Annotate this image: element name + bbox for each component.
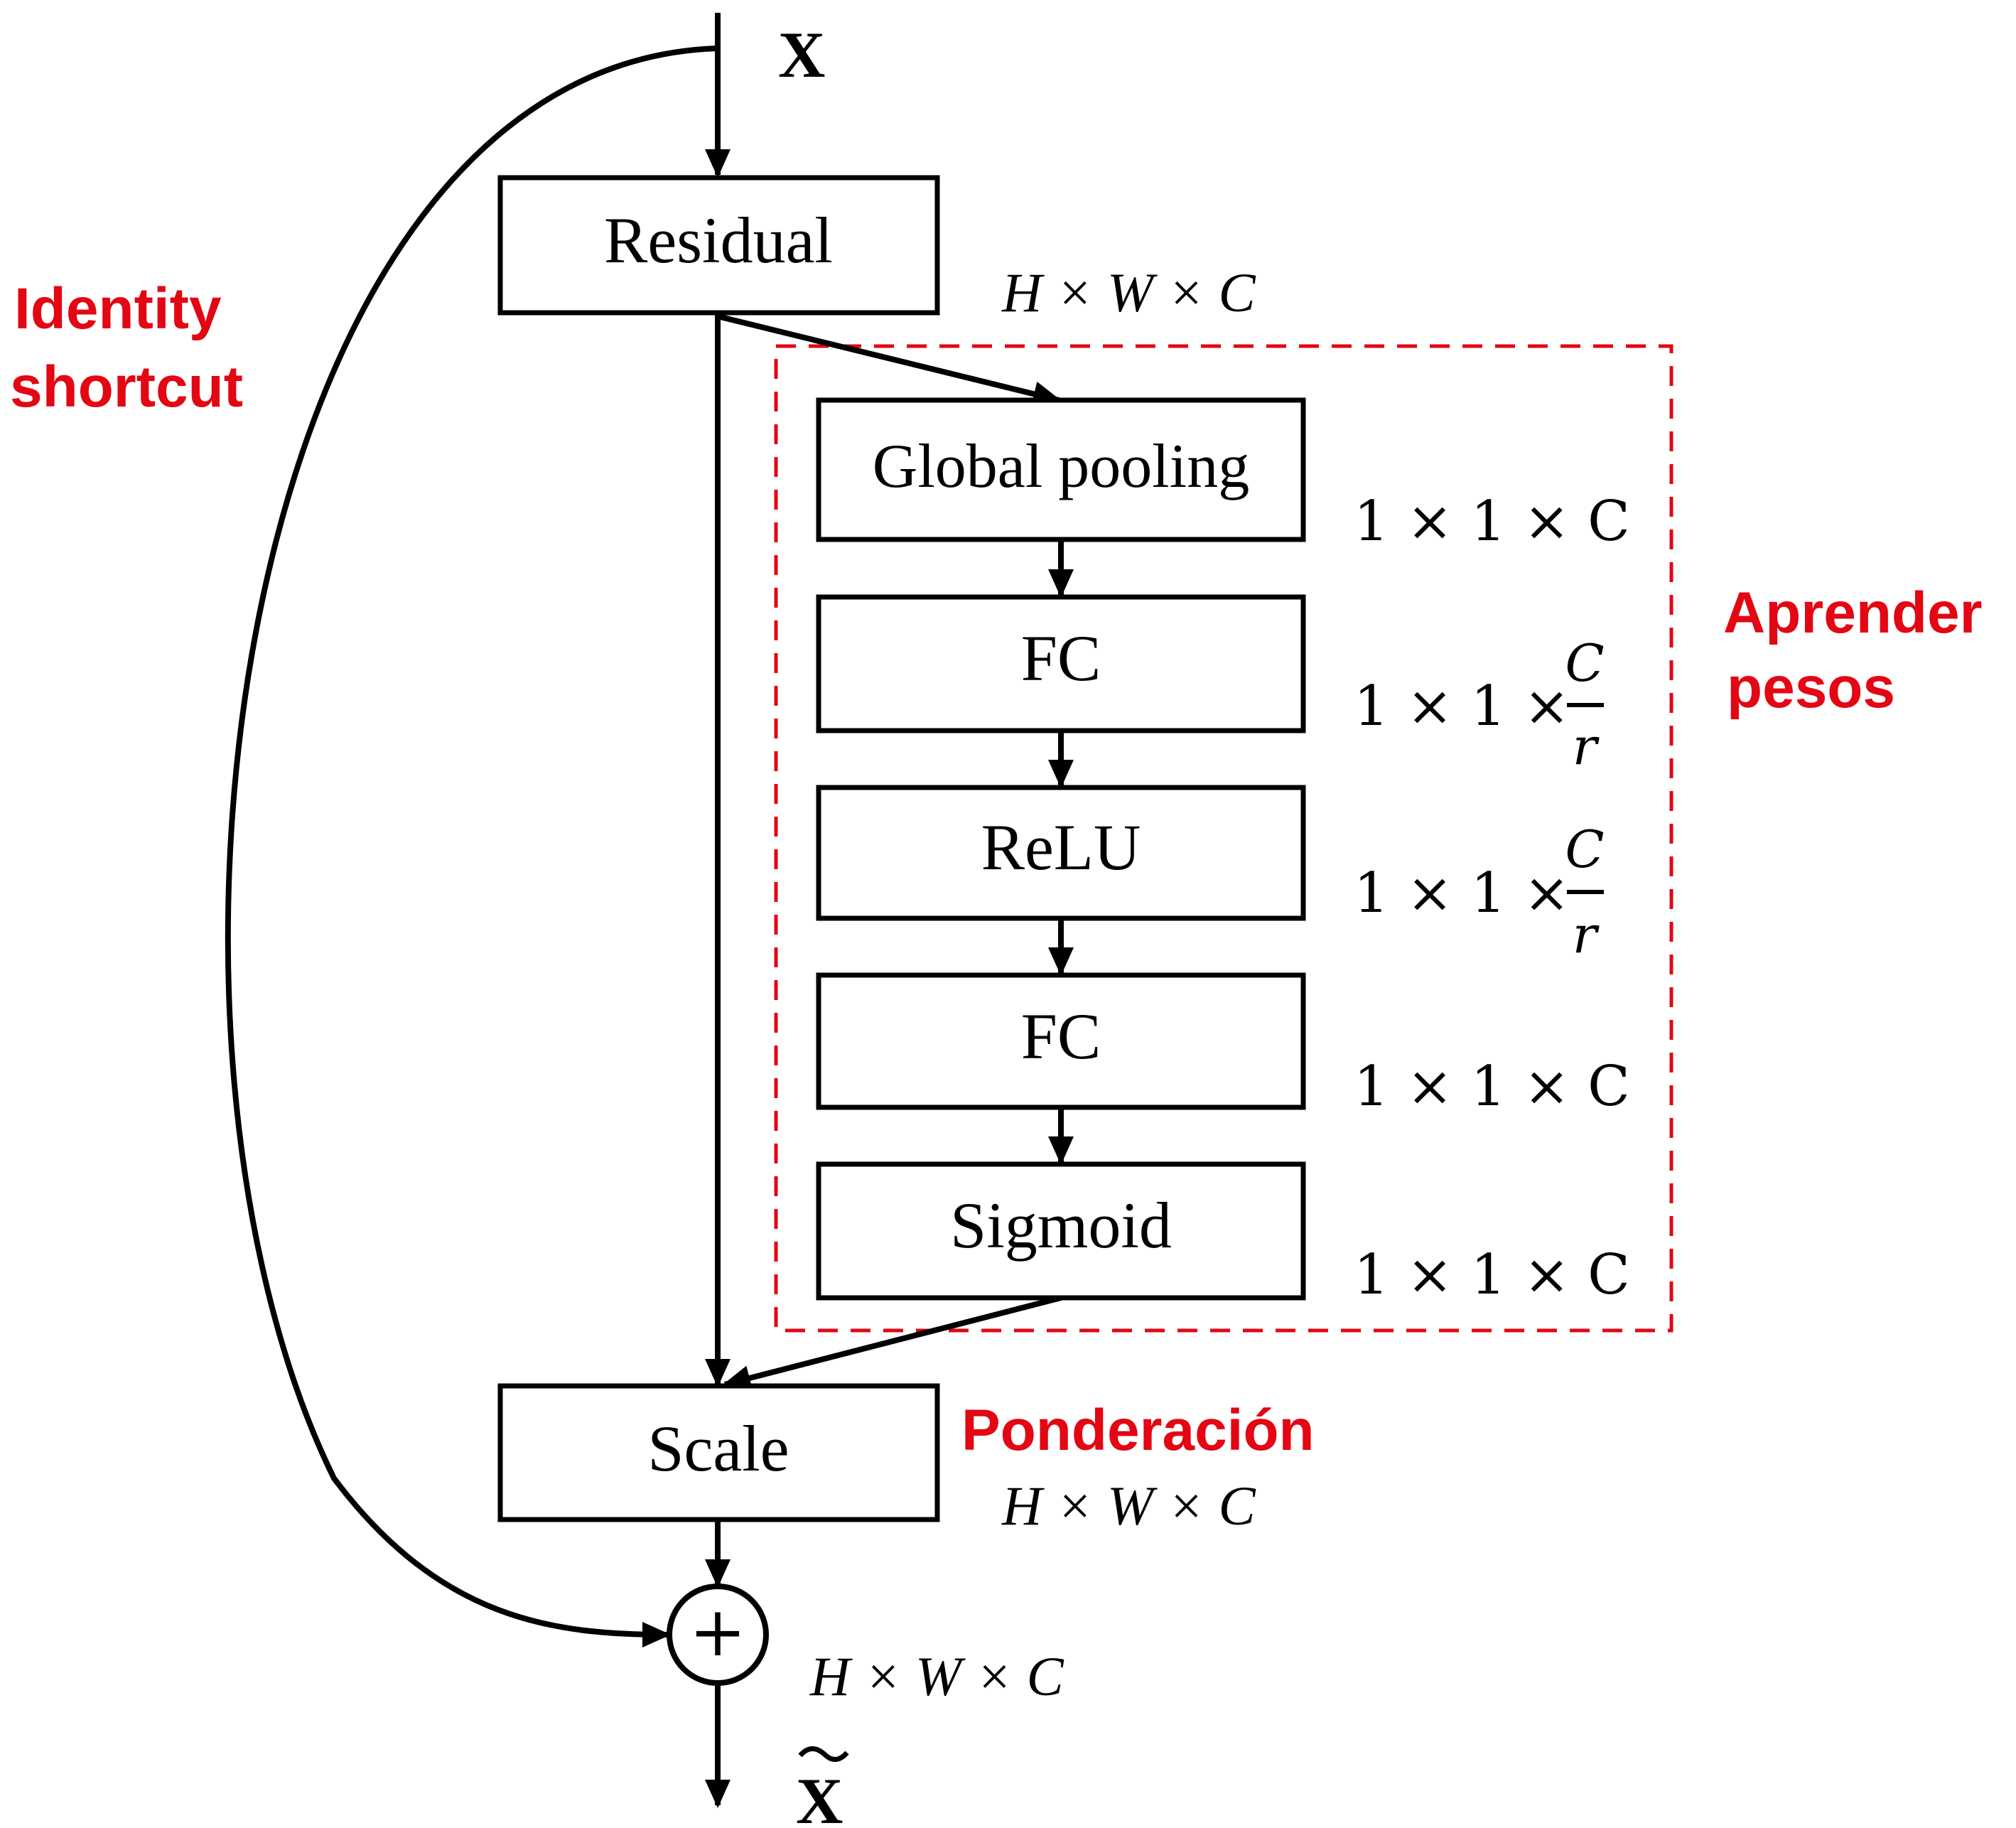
input-label: X — [778, 18, 825, 91]
output-label: X — [796, 1765, 843, 1828]
global-pooling-block — [816, 397, 1306, 542]
identity-shortcut-annotation-line2: shortcut — [10, 355, 243, 419]
fc1-label: FC — [1021, 622, 1101, 694]
scale-dim: H × W × C — [1001, 1475, 1256, 1537]
weighting-annotation: Ponderación — [961, 1398, 1315, 1463]
sigmoid-label: Sigmoid — [950, 1189, 1172, 1262]
output-tilde — [798, 1746, 849, 1762]
relu-block — [816, 785, 1306, 921]
global-pooling-label: Global pooling — [873, 432, 1249, 501]
scale-block — [497, 1383, 940, 1522]
learn-weights-annotation-line2: pesos — [1727, 655, 1895, 720]
relu-dim-prefix: 1 × 1 × — [1354, 861, 1570, 925]
fc2-block — [816, 972, 1306, 1110]
identity-shortcut-annotation-line1: Identity — [14, 276, 222, 341]
residual-to-pooling-arrow — [717, 313, 1062, 407]
relu-dim-denominator: r — [1573, 905, 1600, 964]
fc2-label: FC — [1021, 1000, 1101, 1072]
fc1-dim-prefix: 1 × 1 × — [1354, 674, 1570, 738]
fc1-dim-numerator: C — [1565, 633, 1604, 693]
output-dim: H × W × C — [809, 1645, 1064, 1707]
residual-dim: H × W × C — [1001, 262, 1256, 323]
relu-dim-numerator: C — [1565, 819, 1604, 879]
relu-label: ReLU — [981, 811, 1141, 883]
sigmoid-to-scale-arrow — [722, 1295, 1062, 1391]
learn-weights-annotation-line1: Aprender — [1723, 581, 1983, 645]
scale-label: Scale — [647, 1412, 789, 1485]
fc1-block — [816, 594, 1306, 733]
sigmoid-dim: 1 × 1 × C — [1354, 1243, 1630, 1307]
add-symbol: + — [689, 1592, 746, 1672]
identity-shortcut-arrow — [225, 45, 718, 1647]
residual-label: Residual — [604, 204, 833, 276]
fc2-dim: 1 × 1 × C — [1354, 1055, 1630, 1119]
attention-region — [774, 344, 1673, 1333]
add-node — [667, 1584, 769, 1686]
global-pooling-dim: 1 × 1 × C — [1354, 490, 1630, 554]
residual-block — [497, 175, 940, 316]
fc1-dim-denominator: r — [1573, 716, 1600, 776]
sigmoid-block — [816, 1161, 1306, 1301]
